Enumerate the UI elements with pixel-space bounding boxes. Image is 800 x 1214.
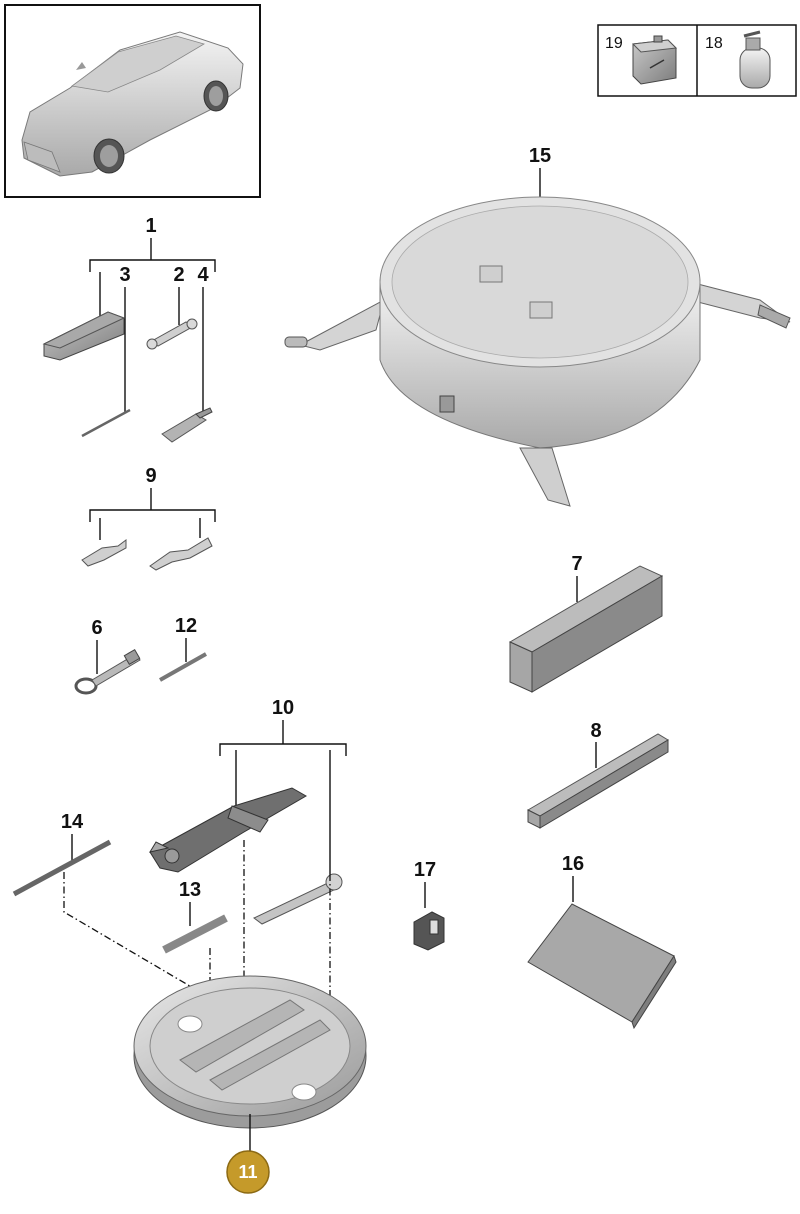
part-label-4: 4 [197,264,209,286]
part-label-11: 11 [238,1162,257,1182]
part-8-bar: 8 [526,720,669,829]
part-label-9: 9 [145,465,156,487]
part-1-pouch [42,311,126,361]
part-label-1: 1 [145,215,156,237]
accessory-box: 19 18 [597,24,797,97]
part-label-2: 2 [173,264,184,286]
part-15-wheel-bag: 15 [284,145,791,507]
vehicle-thumbnail[interactable] [4,4,261,198]
car-image [21,31,244,177]
part-16-mat: 16 [527,853,677,1030]
part-4-screwdriver [161,407,213,443]
part-11-tray [133,975,367,1152]
part-6-tow-eye: 6 [74,617,141,695]
part-14-bar: 14 [12,811,112,897]
badge-circle [226,1150,270,1194]
part-label-8: 8 [590,720,601,742]
part-11-badge[interactable]: 11 [226,1150,270,1194]
part-label-7: 7 [571,553,582,575]
part-2-wrench [146,318,198,350]
part-label-16: 16 [562,853,584,875]
part-19-image [631,35,678,85]
part-17-clip: 17 [413,859,445,951]
part-3-rod [81,408,131,438]
part-7-block: 7 [508,553,664,693]
part-label-14: 14 [61,811,84,833]
part-label-3: 3 [119,264,130,286]
part-label-17: 17 [414,859,436,881]
part-label-6: 6 [91,617,102,639]
part-10-group: 10 [148,697,347,925]
part-label-15: 15 [529,145,551,167]
part-9-group: 9 [81,465,216,571]
part-12-pin: 12 [159,615,207,682]
part-13-pin: 13 [162,879,228,954]
part-label-13: 13 [179,879,201,901]
part-1-group: 1 3 2 4 [42,215,216,443]
part-10-crank [253,873,343,925]
part-label-18: 18 [705,35,723,52]
part-label-10: 10 [272,697,294,719]
part-10-jack [148,787,308,873]
part-18-image [739,30,771,89]
part-label-12: 12 [175,615,197,637]
part-label-19: 19 [605,35,623,52]
